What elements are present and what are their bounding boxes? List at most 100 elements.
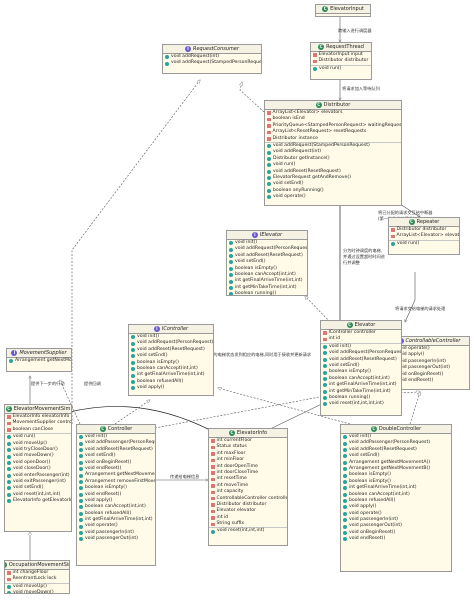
- method-row: void endReset(): [391, 378, 467, 384]
- note-n1: 跨输入进行调度器: [338, 28, 372, 33]
- method-text: void apply(): [85, 497, 113, 503]
- field-row: ReentrantLock lock: [7, 576, 67, 582]
- public-method-icon: [229, 241, 233, 246]
- field-text: ElevatorInput input: [318, 52, 363, 57]
- method-row: void exitPassenger(int): [7, 479, 69, 485]
- field-row: ElevatorInfo elevatorInfo: [7, 414, 69, 420]
- private-field-icon: [211, 471, 215, 475]
- public-method-icon: [79, 492, 83, 497]
- class-icon: C: [228, 430, 235, 436]
- field-row: Status status: [211, 444, 285, 450]
- method-row: Arrangement getNextMovement(): [79, 472, 155, 478]
- methods-section: void init()void addRequest(PersonRequest…: [227, 240, 308, 295]
- method-row: void run(): [313, 66, 369, 72]
- interface-icon: I: [184, 46, 191, 52]
- field-row: int currentFloor: [211, 438, 285, 444]
- method-row: void passengerIn(int): [343, 517, 449, 523]
- method-text: void addRequest(PersonRequest): [235, 246, 308, 252]
- public-method-icon: [79, 447, 83, 452]
- field-text: ReentrantLock lock: [12, 576, 57, 582]
- method-row: void operate(): [79, 523, 153, 529]
- private-field-icon: [211, 465, 215, 469]
- public-method-icon: [343, 531, 347, 536]
- public-method-icon: [79, 473, 83, 478]
- method-row: void onBeginReset(): [343, 530, 449, 536]
- method-text: void addReset(ResetRequest): [273, 168, 341, 174]
- method-row: void init(): [229, 240, 305, 246]
- method-text: void init(): [85, 434, 108, 439]
- public-method-icon: [267, 169, 271, 174]
- private-field-icon: [211, 503, 215, 507]
- method-text: void passengerOut(int): [397, 365, 450, 371]
- methods-section: void init()void addPassenger(PersonReque…: [341, 434, 451, 543]
- method-row: Arrangement getNextMovement(): [9, 358, 72, 364]
- private-field-icon: [211, 458, 215, 463]
- public-method-icon: [7, 448, 11, 453]
- public-method-icon: [267, 156, 271, 161]
- edge-distributor-consumer: [240, 82, 265, 113]
- field-text: ControllableController controller: [216, 495, 288, 501]
- method-text: boolean canAccept(int,int): [137, 365, 198, 371]
- method-text: void setEnd(): [13, 485, 44, 491]
- field-row: int changeFloor: [7, 570, 67, 576]
- public-method-icon: [343, 447, 347, 452]
- method-row: Arrangement getNextMovementA(): [343, 460, 449, 466]
- field-text: int resetTime: [216, 476, 247, 482]
- method-text: void moveDown(): [13, 453, 54, 459]
- method-row: boolean canAccept(int,int): [323, 376, 399, 382]
- public-method-icon: [165, 61, 169, 66]
- method-row: boolean isEmpty(): [323, 369, 399, 375]
- method-text: void apply(): [397, 352, 425, 358]
- private-field-icon: [267, 124, 271, 128]
- method-row: void operate(): [267, 194, 399, 200]
- public-method-icon: [267, 176, 271, 181]
- public-method-icon: [9, 359, 13, 364]
- method-text: Arrangement getNextMovement(): [15, 358, 72, 363]
- method-row: void reset(int,int,int,int): [323, 401, 399, 407]
- private-field-icon: [267, 130, 271, 135]
- public-method-icon: [323, 396, 327, 401]
- field-text: ArrayList<Elevator> elevators: [272, 110, 343, 115]
- method-row: int getMinTakeTime(int,int): [229, 285, 305, 291]
- method-row: void setEnd(): [229, 259, 305, 265]
- method-row: void init(): [131, 334, 211, 340]
- method-row: void endReset(): [79, 466, 153, 472]
- public-method-icon: [343, 499, 347, 504]
- method-text: void run(): [319, 65, 342, 71]
- method-row: boolean canAccept(int,int): [229, 272, 305, 278]
- method-row: void run(): [391, 241, 457, 247]
- public-method-icon: [131, 367, 135, 372]
- method-row: void addPassenger(PersonRequest): [79, 440, 155, 446]
- method-row: void onBeginReset(): [79, 460, 153, 466]
- public-method-icon: [343, 511, 347, 516]
- field-row: int resetTime: [211, 476, 285, 482]
- class-name: ElevatorInput: [330, 5, 364, 12]
- method-text: void operate(): [273, 194, 306, 200]
- method-text: void addPassenger(PersonRequest): [85, 440, 155, 446]
- method-row: void setEnd(): [7, 485, 69, 491]
- method-row: void addReset(ResetRequest): [229, 253, 305, 259]
- method-text: void moveUp(): [13, 440, 47, 446]
- method-text: ElevatorRequest getAndRemove(): [273, 174, 351, 180]
- field-row: PriorityQueue<StampedPersonRequest> wait…: [267, 123, 401, 129]
- public-method-icon: [131, 354, 135, 359]
- method-row: void setEnd(): [79, 453, 153, 459]
- method-text: void run(): [273, 162, 296, 168]
- method-row: void addRequest(PersonRequest): [323, 350, 401, 356]
- method-row: void setEnd(): [343, 453, 449, 459]
- class-name: Distributor: [323, 101, 351, 108]
- method-row: void closeDoor(): [7, 466, 69, 472]
- method-text: void run(): [13, 434, 36, 440]
- method-text: boolean refusedAll(): [137, 378, 184, 384]
- private-field-icon: [211, 496, 215, 501]
- method-row: void init(): [323, 344, 399, 350]
- method-text: boolean isEmpty(): [235, 265, 277, 271]
- method-text: void addRequest(PersonRequest): [137, 340, 214, 346]
- field-row: int maxFloor: [211, 451, 285, 457]
